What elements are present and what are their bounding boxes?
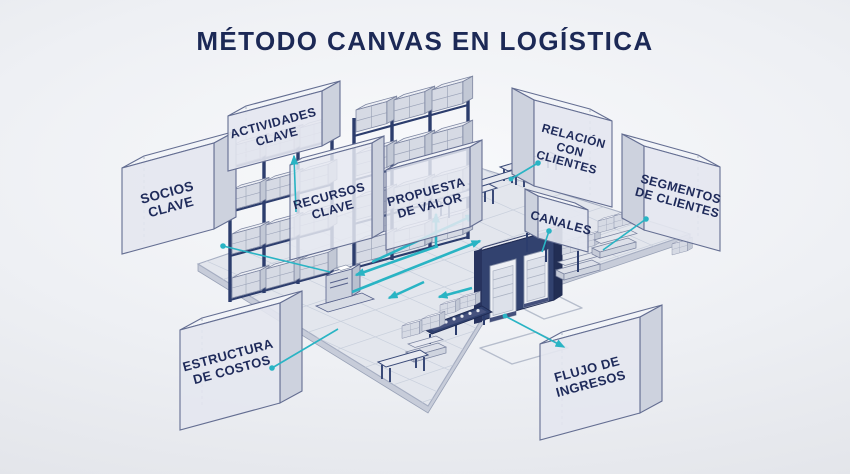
canvas-block-flujo-de-ingresos [539,304,663,441]
canvas-block-canales [524,188,589,272]
connector-lines [220,154,649,371]
pallet-stacks [555,208,693,281]
canvas-block-estructura-de-costos [179,290,303,431]
canvas-block-actividades-clave [227,80,341,172]
dock-door [523,248,549,309]
label-machine [314,263,376,313]
dock-door [489,258,517,323]
canvas-block-propuesta-de-valor [385,139,483,251]
canvas-block-socios-clave [121,130,237,255]
canvas-block-recursos-clave [289,135,385,261]
canvas-block-segmentos-de-clientes [621,133,721,252]
canvas-block-relacion-con-clientes [511,87,613,208]
page-title: MÉTODO CANVAS EN LOGÍSTICA [196,26,654,56]
loading-dock-wall [474,224,563,324]
